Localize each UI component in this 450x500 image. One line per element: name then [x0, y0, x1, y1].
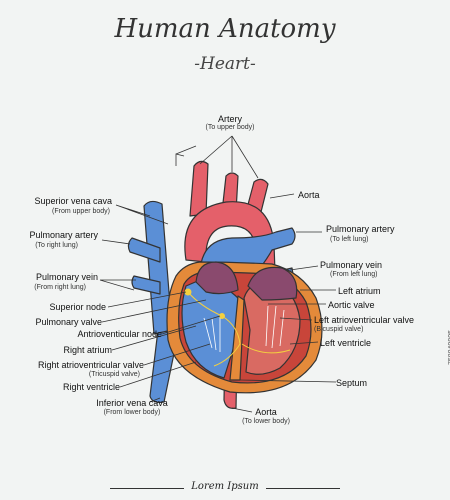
leader-artery — [175, 135, 259, 179]
leader-aorta-top — [269, 193, 295, 199]
footer-line-left — [110, 488, 184, 489]
leader-pa-left — [101, 239, 131, 245]
leader-right-ventricle — [119, 361, 197, 388]
label-inferior-vena-cava-sub: (From lower body) — [103, 409, 161, 416]
bicuspid-chords — [265, 305, 285, 349]
label-superior-vena-cava-sub: (From upper body) — [52, 208, 110, 215]
footer-text: Lorem Ipsum — [191, 481, 259, 492]
label-pulmonary-vein-right-sub: (From left lung) — [330, 271, 378, 278]
right-atrium-chamber — [195, 261, 239, 295]
page-subtitle: -Heart- — [194, 54, 256, 74]
label-right-ventricle: Right ventricle — [62, 382, 120, 392]
label-pulmonary-vein-right: Pulmonary vein — [320, 260, 383, 270]
tricuspid-chords — [203, 316, 221, 352]
leader-rav — [143, 343, 211, 366]
leader-ivc — [149, 397, 161, 403]
label-aorta-top: Aorta — [298, 190, 320, 200]
leader-aorta-bottom — [231, 407, 253, 413]
label-aorta-bottom: Aorta — [255, 407, 277, 417]
atrioventricular-node — [219, 313, 225, 319]
label-pulmonary-vein-left-sub: (From right lung) — [34, 284, 86, 291]
label-septum: Septum — [336, 378, 368, 388]
label-artery-sub: (To upper body) — [205, 124, 255, 131]
left-atrium-chamber — [247, 266, 298, 301]
label-pulmonary-artery-right: Pulmonary artery — [326, 224, 395, 234]
leader-pulmonary-valve — [101, 299, 207, 323]
pulmonary-vein-branches-left — [131, 275, 161, 295]
label-left-atrioventricular-valve-sub: (Bicuspid valve) — [314, 326, 364, 333]
brachiocephalic-artery — [189, 160, 209, 217]
label-right-atrium: Right atrium — [63, 345, 112, 355]
label-antrioventicular-node: Antrioventicular node — [77, 329, 162, 339]
label-left-ventricle: Left ventricle — [320, 338, 372, 348]
label-pulmonary-artery-left: Pulmonary artery — [29, 230, 98, 240]
leader-svc — [115, 204, 169, 225]
label-artery: Artery — [217, 114, 243, 124]
leader-right-atrium — [111, 325, 197, 351]
label-aortic-valve: Aortic valve — [328, 300, 375, 310]
label-aorta-bottom-sub: (To lower body) — [242, 418, 290, 425]
footer-line-right — [266, 488, 340, 489]
pulmonary-artery-branch-left — [127, 237, 161, 263]
leader-lav — [279, 317, 313, 321]
label-right-atrioventricular-valve: Right atrioventricular valve — [37, 360, 144, 370]
label-superior-node: Superior node — [49, 302, 106, 312]
label-pulmonary-valve: Pulmonary valve — [35, 317, 102, 327]
leader-superior-node — [107, 291, 187, 308]
label-left-atrium: Left atrium — [338, 286, 381, 296]
label-inferior-vena-cava: Inferior vena cava — [96, 398, 168, 408]
leader-av-node — [161, 315, 221, 335]
leader-pv-right — [289, 265, 319, 271]
label-pulmonary-artery-right-sub: (To left lung) — [330, 236, 369, 243]
label-pulmonary-artery-left-sub: (To right lung) — [35, 242, 78, 249]
label-pulmonary-vein-left: Pulmonary vein — [35, 272, 98, 282]
leader-septum — [239, 379, 337, 383]
label-left-atrioventricular-valve: Left atrioventricular valve — [314, 315, 415, 325]
leader-pv-left — [99, 279, 136, 291]
leader-left-ventricle — [289, 341, 319, 345]
label-right-atrioventricular-valve-sub: (Tricuspid valve) — [88, 371, 140, 378]
label-superior-vena-cava: Superior vena cava — [34, 196, 112, 206]
page-title: Human Anatomy — [114, 14, 336, 44]
